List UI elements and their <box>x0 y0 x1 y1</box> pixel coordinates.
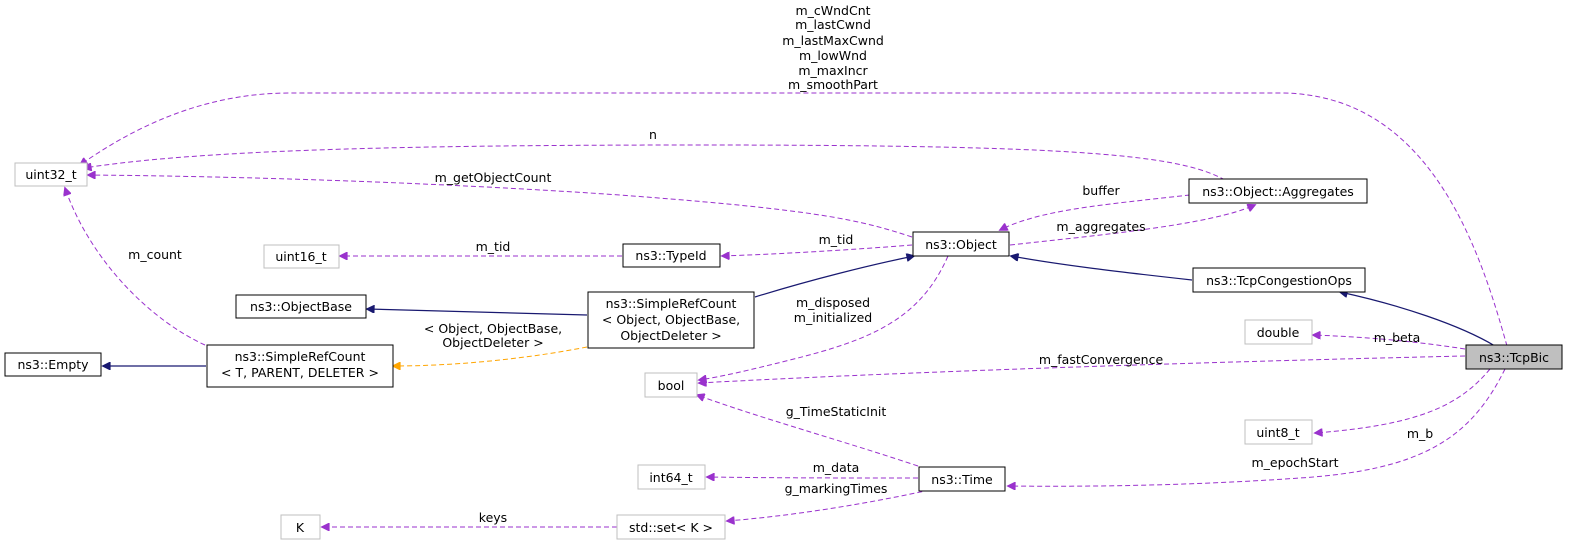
node-tcp-congestion-ops-label: ns3::TcpCongestionOps <box>1206 273 1352 288</box>
node-k-label: K <box>296 520 305 535</box>
edge-tcpbic-bool <box>699 355 1466 383</box>
edge-tcpbic-uint32 <box>80 92 1508 347</box>
node-aggregates[interactable]: ns3::Object::Aggregates <box>1188 178 1368 204</box>
node-std-set-label: std::set< K > <box>629 520 713 535</box>
edge-srco-object <box>754 256 914 298</box>
node-bool-label: bool <box>658 378 685 393</box>
node-uint32[interactable]: uint32_t <box>14 162 88 187</box>
edge-tcpbic-uint8 <box>1315 368 1491 433</box>
edge-label-top-3: m_lastMaxCwnd <box>782 33 884 48</box>
edge-object-bool <box>699 255 949 380</box>
nodes: uint32_t uint16_t ns3::ObjectBase ns3::E… <box>4 162 1563 540</box>
node-uint8-label: uint8_t <box>1256 425 1299 440</box>
edge-srco-srct-template <box>393 346 588 366</box>
edge-tcpbic-double <box>1313 335 1466 350</box>
node-aggregates-label: ns3::Object::Aggregates <box>1202 184 1354 199</box>
edge-label-m-data: m_data <box>813 460 860 475</box>
edge-label-epoch-start: m_epochStart <box>1251 455 1338 470</box>
node-time[interactable]: ns3::Time <box>918 466 1006 492</box>
edge-label-template-2: ObjectDeleter > <box>442 335 543 350</box>
edge-aggregates-uint32 <box>84 144 1226 181</box>
edge-label-m-count: m_count <box>128 247 182 262</box>
node-k[interactable]: K <box>280 514 321 540</box>
edge-label-n: n <box>649 127 657 142</box>
node-simple-refcount-t-line2: < T, PARENT, DELETER > <box>221 365 379 380</box>
edge-label-top-1: m_cWndCnt <box>795 3 870 18</box>
edge-tcpops-object <box>1011 256 1193 281</box>
node-simple-refcount-object[interactable]: ns3::SimpleRefCount < Object, ObjectBase… <box>587 291 755 349</box>
node-double-label: double <box>1257 325 1300 340</box>
edge-label-time-static-init: g_TimeStaticInit <box>786 404 887 419</box>
edge-tcpbic-time <box>1008 368 1506 486</box>
edge-label-buffer: buffer <box>1082 183 1120 198</box>
edge-srco-objectbase <box>367 309 588 316</box>
edge-aggregates-object <box>1000 194 1191 230</box>
node-tcpbic-label: ns3::TcpBic <box>1479 350 1549 365</box>
edge-label-top-4: m_lowWnd <box>799 48 867 63</box>
edge-label-get-object-count: m_getObjectCount <box>435 170 552 185</box>
edge-time-stdset <box>727 489 931 521</box>
edge-label-top-6: m_smoothPart <box>788 77 878 92</box>
edge-label-m-aggregates: m_aggregates <box>1056 219 1145 234</box>
edges <box>65 92 1508 527</box>
node-empty[interactable]: ns3::Empty <box>4 352 102 377</box>
edge-label-keys: keys <box>479 510 507 525</box>
node-std-set[interactable]: std::set< K > <box>616 514 726 540</box>
edge-labels: m_cWndCnt m_lastCwnd m_lastMaxCwnd m_low… <box>128 3 1433 525</box>
node-uint16-label: uint16_t <box>275 249 326 264</box>
node-object-base[interactable]: ns3::ObjectBase <box>235 294 367 319</box>
edge-label-template-1: < Object, ObjectBase, <box>424 321 562 336</box>
edge-srct-uint32 <box>65 188 206 346</box>
edge-time-int64 <box>707 477 919 478</box>
node-simple-refcount-object-line1: ns3::SimpleRefCount <box>606 296 737 311</box>
node-tcp-congestion-ops[interactable]: ns3::TcpCongestionOps <box>1192 267 1366 293</box>
edge-object-aggregates <box>1009 205 1255 246</box>
edge-object-typeid <box>722 244 913 256</box>
node-typeid-label: ns3::TypeId <box>635 248 706 263</box>
edge-label-top-5: m_maxIncr <box>798 63 868 78</box>
node-double[interactable]: double <box>1244 319 1313 345</box>
node-uint32-label: uint32_t <box>25 167 76 182</box>
edge-object-uint32 <box>88 175 913 238</box>
edge-label-top-2: m_lastCwnd <box>795 17 871 32</box>
edge-label-m-b: m_b <box>1407 426 1433 441</box>
node-object[interactable]: ns3::Object <box>912 231 1010 257</box>
edge-label-initialized: m_initialized <box>794 310 872 325</box>
node-typeid[interactable]: ns3::TypeId <box>622 243 721 268</box>
node-simple-refcount-t-line1: ns3::SimpleRefCount <box>235 349 366 364</box>
edge-label-fast-convergence: m_fastConvergence <box>1039 352 1164 367</box>
node-bool[interactable]: bool <box>644 372 698 398</box>
node-uint16[interactable]: uint16_t <box>263 244 340 269</box>
edge-label-m-tid-object: m_tid <box>819 232 854 247</box>
node-object-base-label: ns3::ObjectBase <box>250 299 352 314</box>
node-int64-label: int64_t <box>649 470 692 485</box>
edge-tcpbic-tcpops <box>1340 292 1496 347</box>
node-tcpbic[interactable]: ns3::TcpBic <box>1465 344 1563 370</box>
node-uint8[interactable]: uint8_t <box>1244 419 1313 445</box>
node-object-label: ns3::Object <box>925 237 997 252</box>
node-int64[interactable]: int64_t <box>637 464 706 490</box>
node-simple-refcount-t[interactable]: ns3::SimpleRefCount < T, PARENT, DELETER… <box>206 344 394 388</box>
node-simple-refcount-object-line2: < Object, ObjectBase, <box>602 312 740 327</box>
node-empty-label: ns3::Empty <box>17 357 89 372</box>
node-time-label: ns3::Time <box>931 472 993 487</box>
edge-label-disposed: m_disposed <box>796 295 870 310</box>
edge-label-marking-times: g_markingTimes <box>785 481 888 496</box>
edge-label-m-beta: m_beta <box>1374 330 1421 345</box>
node-simple-refcount-object-line3: ObjectDeleter > <box>620 328 721 343</box>
edge-time-bool <box>697 395 919 467</box>
edge-label-m-tid-typeid: m_tid <box>476 239 511 254</box>
